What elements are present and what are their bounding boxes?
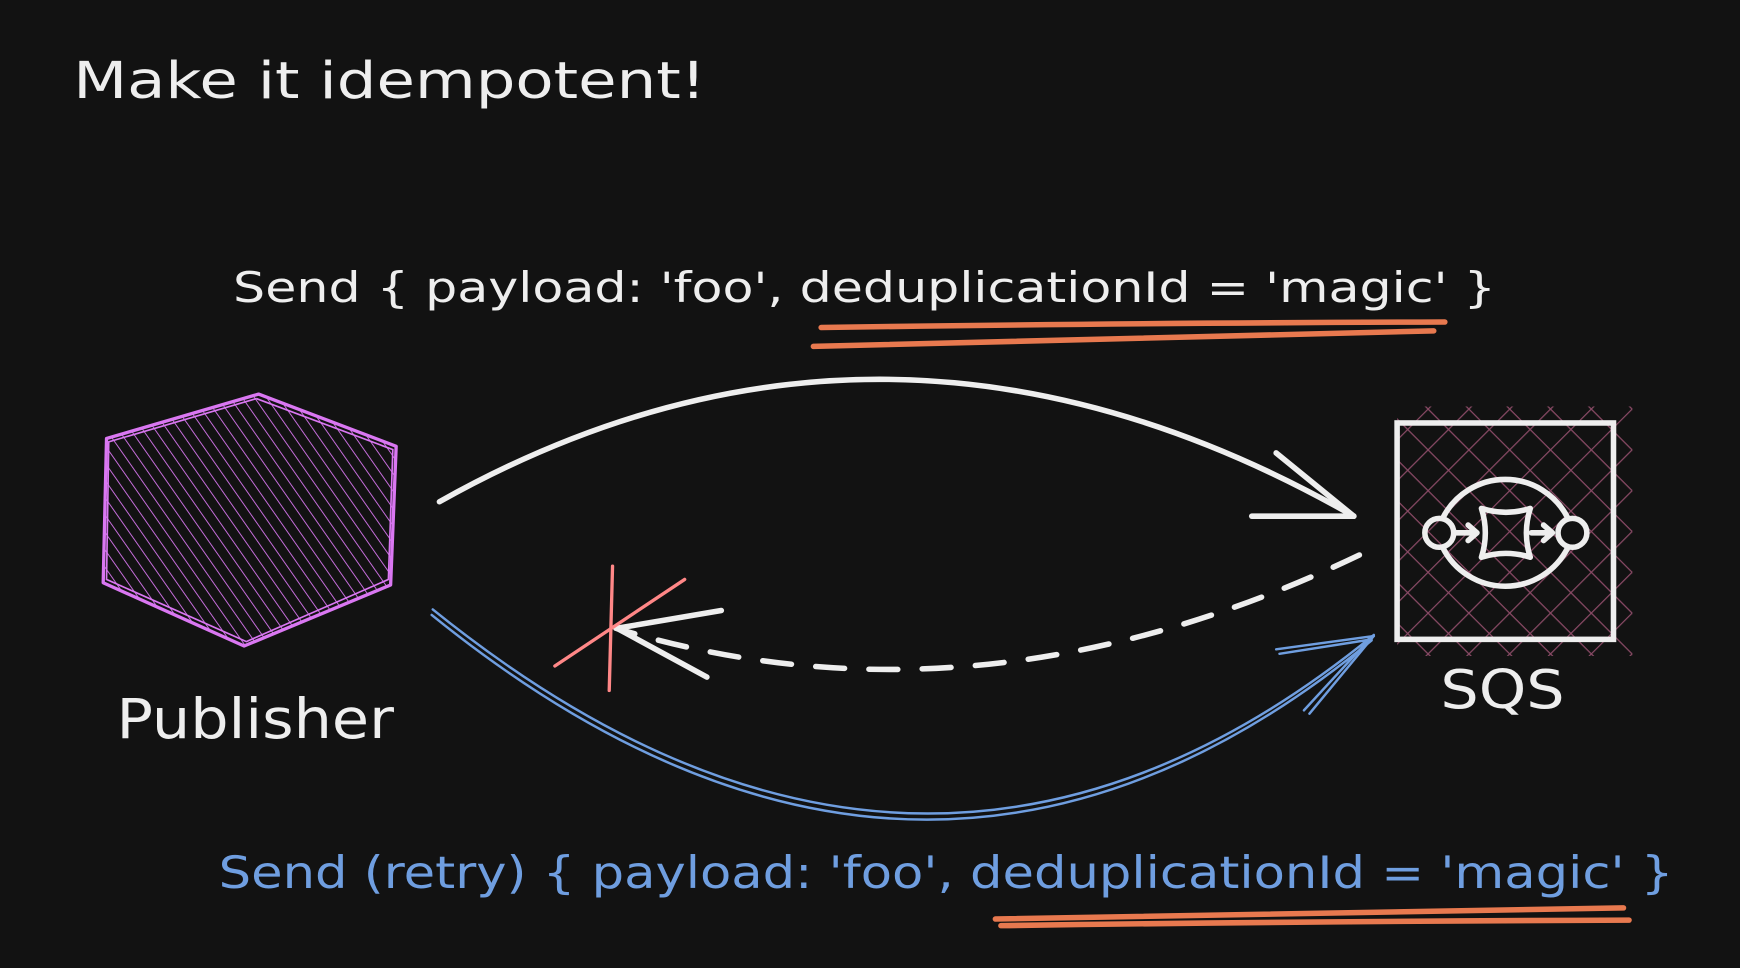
failed-ack-arrow — [613, 552, 1363, 680]
sqs-box — [1394, 420, 1617, 643]
sqs-queue-icon — [1422, 476, 1590, 589]
sqs-node: SQS — [1394, 406, 1633, 721]
sqs-label: SQS — [1440, 659, 1564, 721]
retry-send-underline — [992, 905, 1632, 929]
retry-send-label: Send (retry) { payload: 'foo', deduplica… — [219, 848, 1674, 899]
first-send-underline — [810, 319, 1448, 350]
publisher-label: Publisher — [117, 688, 395, 752]
retry-arrow — [430, 608, 1376, 821]
send-arrow — [436, 376, 1357, 519]
first-send-label: Send { payload: 'foo', deduplicationId =… — [233, 263, 1496, 312]
page-title: Make it idempotent! — [73, 52, 706, 111]
publisher-node: Publisher — [101, 392, 398, 752]
cross-mark-icon — [553, 564, 687, 693]
hexagon-icon — [101, 392, 398, 648]
